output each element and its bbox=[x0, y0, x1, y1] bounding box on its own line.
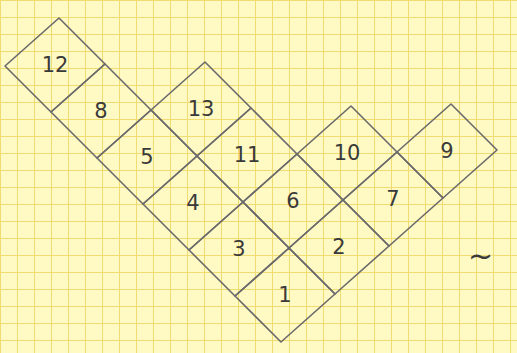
cell-number: 6 bbox=[286, 189, 299, 213]
cell-square: 4 bbox=[143, 156, 243, 250]
cell-number: 10 bbox=[334, 141, 361, 165]
cell-square: 1 bbox=[235, 248, 335, 342]
cell-number: 1 bbox=[278, 283, 291, 307]
cell-number: 12 bbox=[42, 53, 69, 77]
cell-number: 7 bbox=[386, 187, 399, 211]
cell-square: 12 bbox=[5, 18, 105, 112]
cell-square: 13 bbox=[151, 62, 251, 156]
cell-number: 3 bbox=[232, 237, 245, 261]
tilde-mark: ~ bbox=[468, 238, 493, 273]
cell-number: 2 bbox=[332, 235, 345, 259]
cell-square: 6 bbox=[243, 154, 343, 248]
cell-square: 3 bbox=[189, 202, 289, 296]
cell-number: 5 bbox=[140, 145, 153, 169]
cell-number: 4 bbox=[186, 191, 199, 215]
cell-square: 10 bbox=[297, 106, 397, 200]
cell-square: 8 bbox=[51, 64, 151, 158]
cell-number: 9 bbox=[440, 139, 453, 163]
cell-number: 11 bbox=[234, 143, 261, 167]
cell-square: 2 bbox=[289, 200, 389, 294]
cell-number: 13 bbox=[188, 97, 215, 121]
cell-number: 8 bbox=[94, 99, 107, 123]
cell-square: 9 bbox=[397, 104, 497, 198]
cell-square: 7 bbox=[343, 152, 443, 246]
cell-square: 5 bbox=[97, 110, 197, 204]
cell-square: 11 bbox=[197, 108, 297, 202]
